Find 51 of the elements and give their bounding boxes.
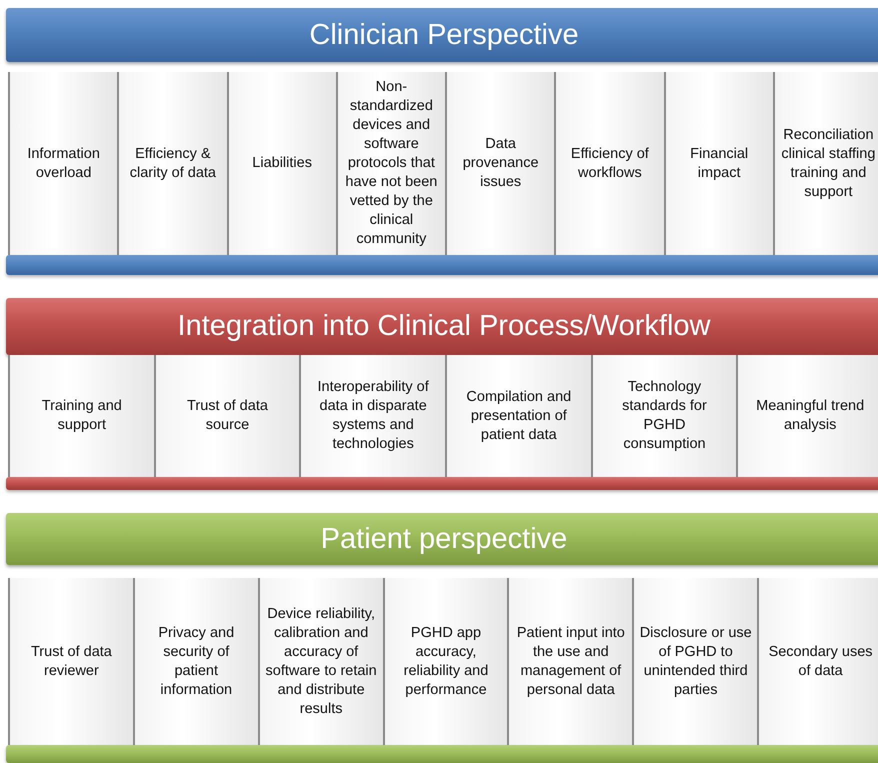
section-title: Integration into Clinical Process/Workflow (178, 310, 710, 343)
category-column (590, 355, 736, 477)
section-title: Patient perspective (320, 522, 568, 556)
category-label: Data provenance issues (462, 135, 540, 192)
category-label: Compilation and presentation of patient data (465, 388, 572, 444)
section-banner (6, 298, 878, 355)
category-label: Privacy and security of patient information (157, 624, 236, 700)
category-column (736, 355, 878, 477)
category-column (226, 72, 336, 255)
category-column (382, 578, 508, 745)
category-label: Non-standardized devices and software protocols that have not been vetted by the clinical community (344, 78, 438, 249)
category-column (445, 355, 591, 477)
category-column (117, 72, 226, 255)
category-label: Interoperability of data in disparate systems and technologies (316, 378, 430, 454)
category-label: PGHD app accuracy, reliability and performance (402, 624, 490, 700)
category-column (507, 578, 632, 745)
category-label: Efficiency of workflows (570, 144, 650, 182)
category-label: Reconciliation clinical staffing training and support (780, 126, 876, 202)
category-label: Meaningful trend analysis (755, 397, 866, 435)
section-banner (6, 513, 878, 565)
category-column (8, 355, 154, 477)
category-column (554, 72, 664, 255)
category-column (772, 72, 878, 255)
base-bar (6, 745, 878, 763)
category-column (445, 72, 554, 255)
section-banner (6, 8, 878, 62)
category-label: Training and support (40, 397, 123, 435)
category-column (299, 355, 445, 477)
base-bar (6, 255, 878, 275)
category-column (8, 578, 133, 745)
category-label: Disclosure or use of PGHD to unintended third parties (639, 624, 752, 700)
base-bar (6, 477, 878, 490)
category-column (336, 72, 445, 255)
category-column (132, 578, 258, 745)
category-column (757, 578, 878, 745)
category-label: Financial impact (689, 144, 750, 182)
category-column (664, 72, 773, 255)
category-label: Patient input into the use and management of personal data (516, 624, 626, 700)
category-column (632, 578, 758, 745)
category-label: Device reliability, calibration and accuracy of software to retain and distribute results (264, 604, 378, 718)
section-title: Clinician Perspective (309, 18, 579, 52)
category-column (258, 578, 383, 745)
category-label: Liabilities (252, 154, 312, 173)
category-label: Technology standards for PGHD consumption (621, 378, 708, 454)
category-column (154, 355, 300, 477)
category-column (8, 72, 118, 255)
category-label: Efficiency & clarity of data (128, 144, 217, 182)
category-label: Secondary uses of data (768, 642, 874, 680)
category-label: Trust of data reviewer (30, 642, 113, 680)
category-label: Trust of data source (186, 397, 269, 435)
category-label: Information overload (26, 144, 101, 182)
